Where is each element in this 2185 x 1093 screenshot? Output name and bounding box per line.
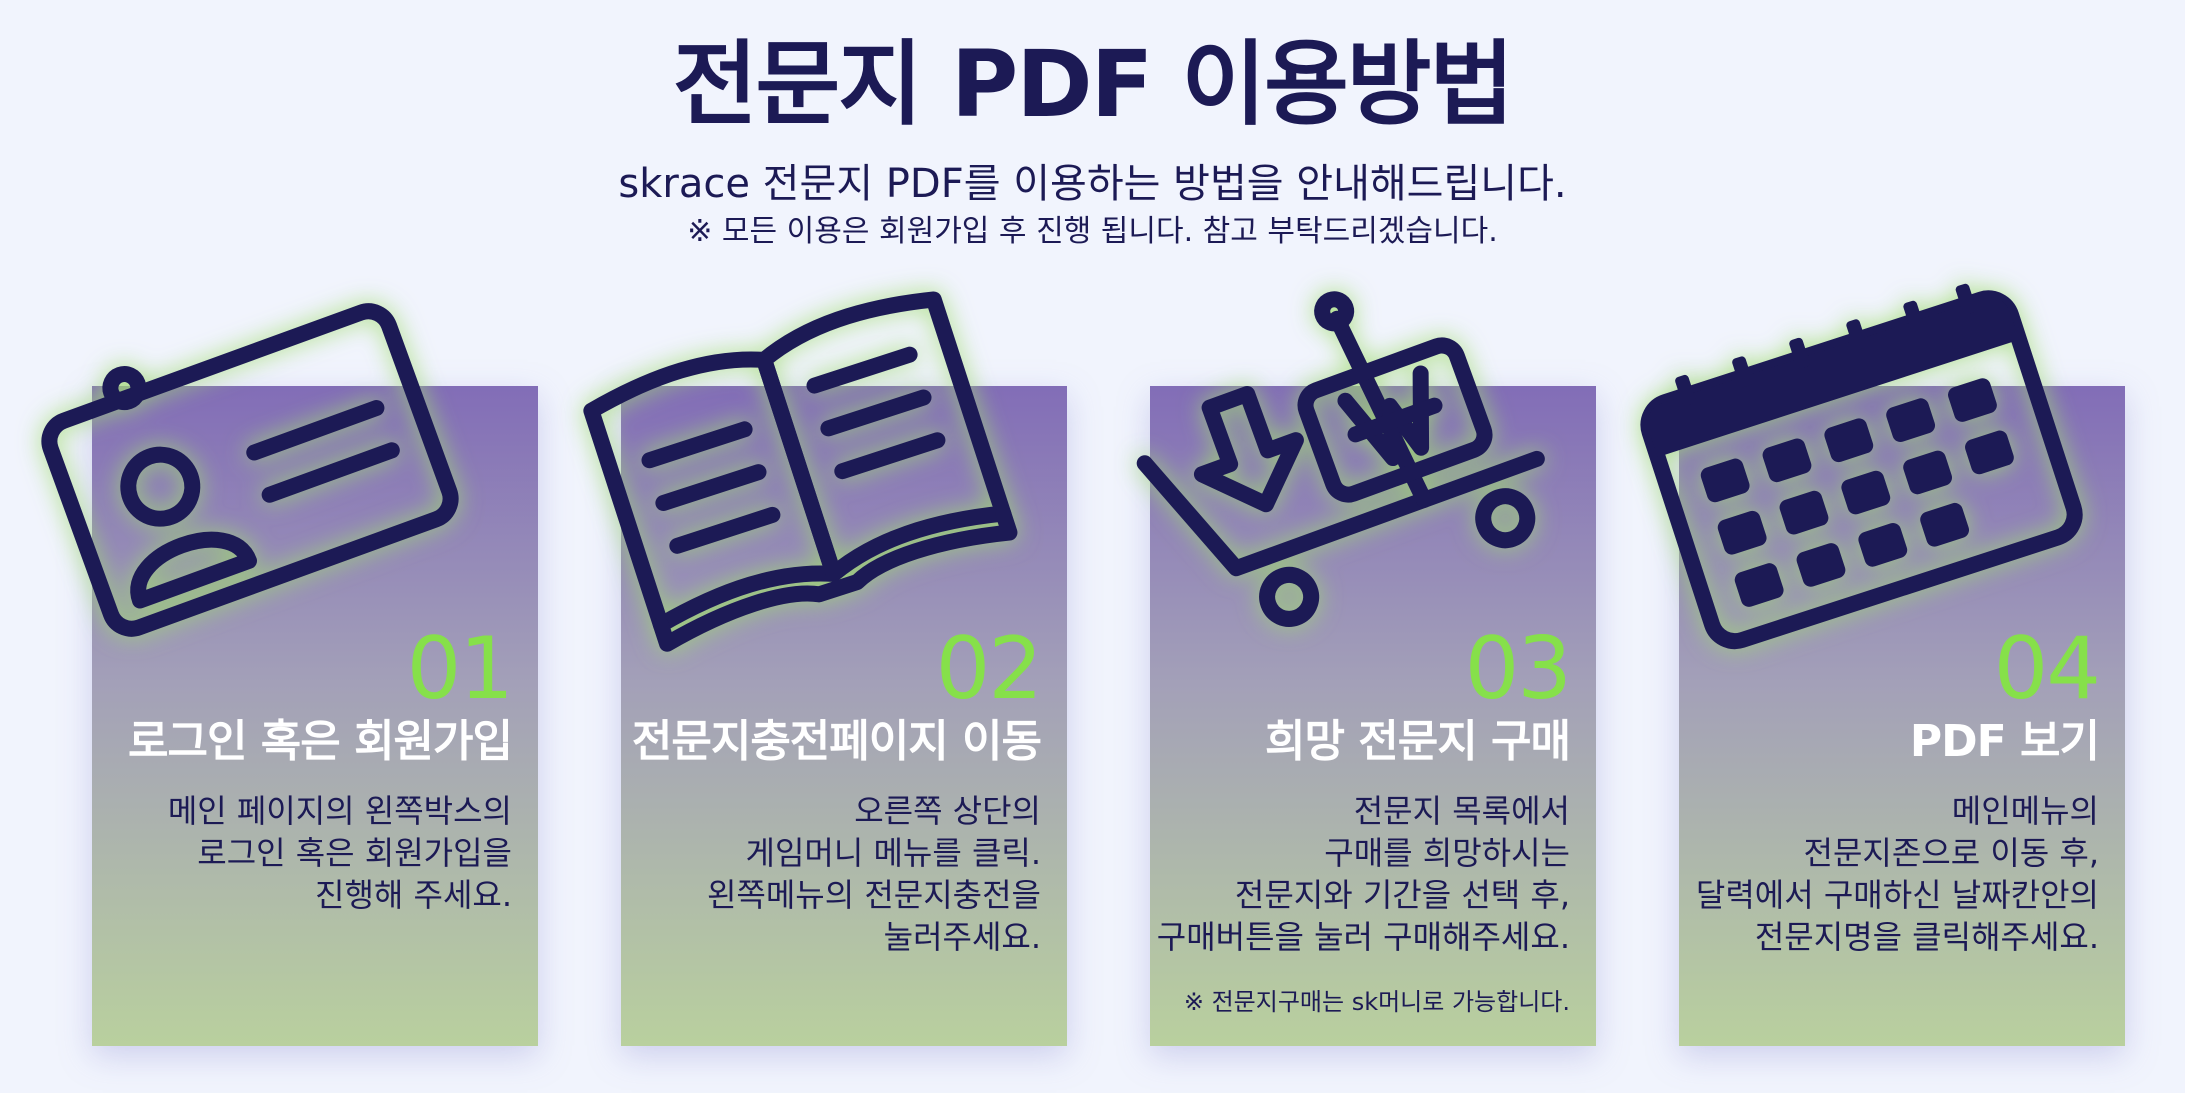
step-description-line: 게임머니 메뉴를 클릭.: [745, 834, 1041, 872]
step-heading: 전문지충전페이지 이동: [631, 716, 1042, 767]
step-description-line: 메인 페이지의 왼쪽박스의: [167, 792, 512, 830]
step-description-line: 전문지 목록에서: [1353, 792, 1570, 830]
step-description: 메인 페이지의 왼쪽박스의 로그인 혹은 회원가입을 진행해 주세요.: [168, 790, 512, 916]
step-description-line: 왼쪽메뉴의 전문지충전을: [706, 876, 1041, 914]
step-heading: PDF 보기: [1909, 716, 2100, 767]
step-description-line: 눌러주세요.: [883, 918, 1041, 956]
shopping-cart-icon: [1136, 290, 1570, 650]
step-description: 전문지 목록에서 구매를 희망하시는 전문지와 기간을 선택 후, 구매버튼을 …: [1157, 790, 1570, 958]
step-number: 03: [1464, 619, 1572, 719]
step-heading: 희망 전문지 구매: [1265, 716, 1571, 767]
page-note: ※ 모든 이용은 회원가입 후 진행 됩니다. 참고 부탁드리겠습니다.: [687, 214, 1498, 249]
step-card-1: 01 로그인 혹은 회원가입 메인 페이지의 왼쪽박스의 로그인 혹은 회원가입…: [92, 386, 538, 1046]
step-description-line: 로그인 혹은 회원가입을: [197, 834, 512, 872]
step-card-4: 04 PDF 보기 메인메뉴의 전문지존으로 이동 후, 달력에서 구매하신 날…: [1679, 386, 2125, 1046]
step-note: ※ 전문지구매는 sk머니로 가능합니다.: [1183, 988, 1570, 1016]
step-card-3: 03 희망 전문지 구매 전문지 목록에서 구매를 희망하시는 전문지와 기간을…: [1150, 386, 1596, 1046]
step-number: 01: [406, 619, 514, 719]
step-description: 메인메뉴의 전문지존으로 이동 후, 달력에서 구매하신 날짜칸안의 전문지명을…: [1696, 790, 2099, 958]
step-description-line: 달력에서 구매하신 날짜칸안의: [1695, 876, 2099, 914]
step-heading: 로그인 혹은 회원가입: [128, 716, 513, 767]
calendar-icon: [1640, 283, 2083, 650]
step-description: 오른쪽 상단의 게임머니 메뉴를 클릭. 왼쪽메뉴의 전문지충전을 눌러주세요.: [707, 790, 1041, 958]
step-description-line: 전문지와 기간을 선택 후,: [1234, 876, 1570, 914]
open-book-icon: [575, 275, 1018, 652]
step-description-line: 구매를 희망하시는: [1324, 834, 1570, 872]
step-description-line: 메인메뉴의: [1951, 792, 2099, 830]
page-subtitle: skrace 전문지 PDF를 이용하는 방법을 안내해드립니다.: [618, 161, 1567, 207]
step-description-line: 오른쪽 상단의: [854, 792, 1041, 830]
step-number: 02: [935, 619, 1043, 719]
step-number: 04: [1993, 619, 2101, 719]
page-title: 전문지 PDF 이용방법: [672, 31, 1514, 138]
step-description-line: 전문지명을 클릭해주세요.: [1754, 918, 2099, 956]
step-description-line: 진행해 주세요.: [315, 876, 512, 914]
step-description-line: 전문지존으로 이동 후,: [1803, 834, 2099, 872]
id-card-icon: [40, 290, 460, 650]
step-description-line: 구매버튼을 눌러 구매해주세요.: [1156, 918, 1570, 956]
